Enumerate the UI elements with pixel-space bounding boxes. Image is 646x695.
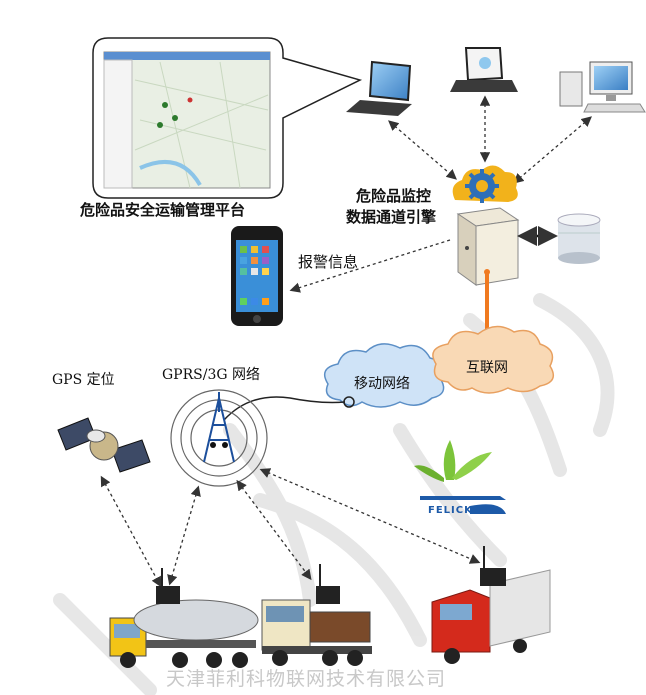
platform-callout xyxy=(92,37,363,199)
gprs-label: GPRS/3G 网络 xyxy=(162,367,260,383)
alarm-label: 报警信息 xyxy=(298,253,359,271)
network-cable xyxy=(223,396,346,421)
engine-label-line2: 数据通道引擎 xyxy=(346,208,437,226)
mobile-network-label: 移动网络 xyxy=(354,376,410,392)
laptop-icon xyxy=(346,60,412,116)
cargo-truck-icon xyxy=(431,546,551,664)
internet-cloud xyxy=(432,325,555,394)
alarm-link xyxy=(289,239,451,293)
device-links xyxy=(388,95,592,184)
internet-label: 互联网 xyxy=(466,360,508,376)
cell-tower-icon xyxy=(170,389,268,487)
smartphone-icon xyxy=(231,226,283,326)
server-icon xyxy=(456,207,520,286)
footer-company: 天津菲利科物联网技术有限公司 xyxy=(166,668,447,690)
laptop-icon xyxy=(450,47,518,92)
database-icon xyxy=(557,213,601,264)
felick-logo xyxy=(414,440,506,514)
tanker-truck-icon xyxy=(109,568,259,668)
brand-logo-text: FELICK xyxy=(428,505,473,516)
engine-label-line1: 危险品监控 xyxy=(356,187,432,205)
gps-label: GPS 定位 xyxy=(52,372,115,388)
mobile-network-cloud xyxy=(323,343,445,408)
utility-truck-icon xyxy=(261,564,372,666)
platform-label: 危险品安全运输管理平台 xyxy=(80,201,246,219)
satellite-icon xyxy=(57,417,151,473)
desktop-computer-icon xyxy=(559,61,646,113)
vehicle-links xyxy=(100,468,481,588)
engine-gear-icon xyxy=(452,165,518,203)
